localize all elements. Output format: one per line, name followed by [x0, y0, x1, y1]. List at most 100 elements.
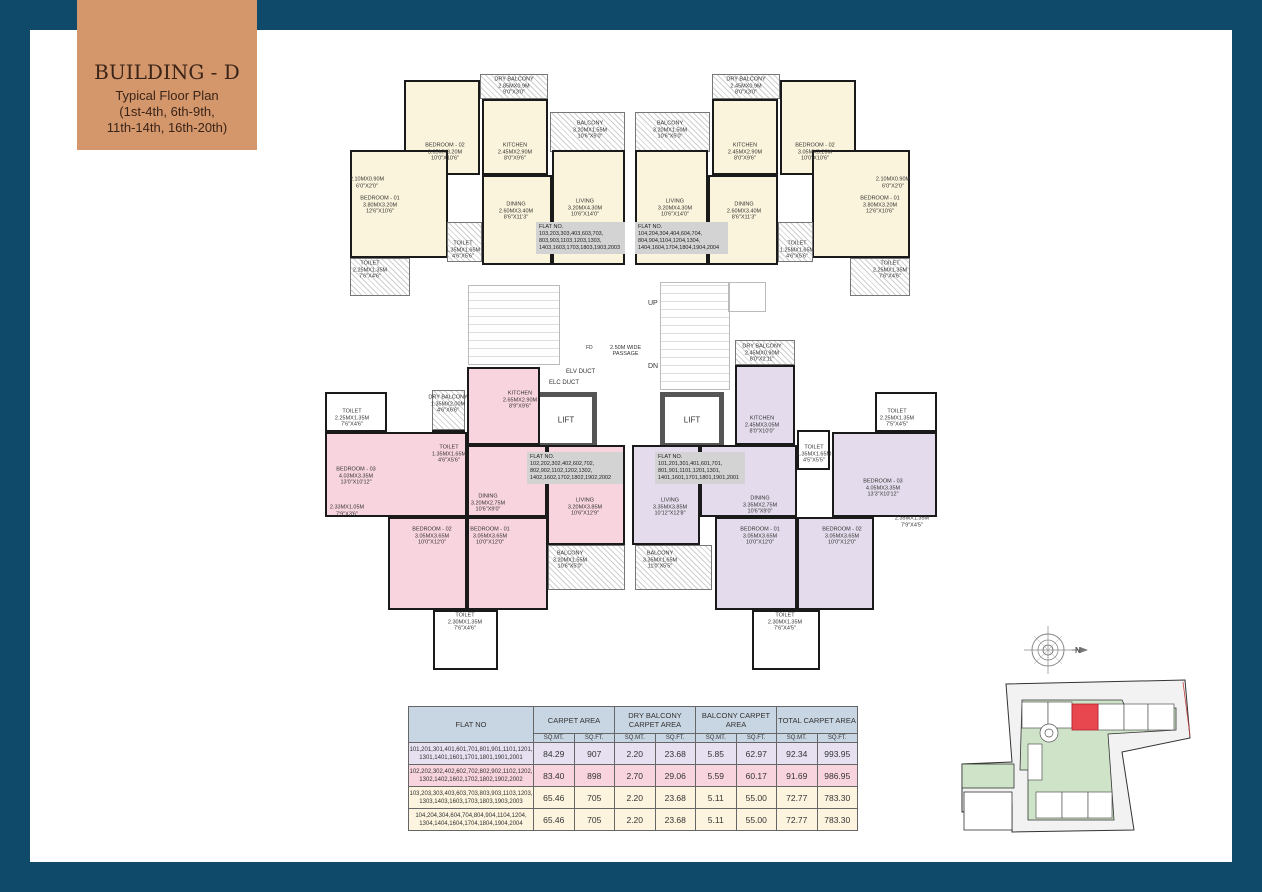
- cell-dry-sqmt: 2.20: [614, 742, 656, 765]
- cell-dry-sqmt: 2.20: [614, 808, 656, 831]
- room-name: BEDROOM - 02: [412, 526, 452, 533]
- room-name: DRY BALCONY: [428, 394, 468, 401]
- subheader-sqmt: SQ.MT.: [695, 733, 737, 743]
- room-size-imperial: 13'0"X10'12": [340, 479, 372, 486]
- floors-line-2: 11th-14th, 16th-20th): [106, 120, 228, 135]
- room-size-imperial: 10'0"X12'0": [417, 539, 447, 546]
- room-size-metric: 1.35MX1.65M: [445, 246, 481, 253]
- subheader-sqmt: SQ.MT.: [776, 733, 818, 743]
- cell-carpet-sqmt: 83.40: [533, 764, 575, 787]
- room-kitchen: [482, 99, 548, 175]
- room-size-metric: 2.25MX1.35M: [872, 266, 908, 273]
- room-size-imperial: 10'6"X9'0": [747, 508, 773, 515]
- room-size-metric: 2.25MX1.35M: [334, 414, 370, 421]
- room-size-metric: 2.10MX0.90M: [349, 176, 385, 183]
- room-size-imperial: 4'6"X5'6": [786, 253, 808, 260]
- room-toilet: [433, 610, 498, 670]
- room-size-metric: 4.03MX3.35M: [338, 472, 374, 479]
- room-name: DINING: [734, 201, 754, 208]
- fire-door-label: FD: [586, 345, 593, 351]
- elc-duct-label: ELC DUCT: [549, 380, 580, 386]
- room-size-metric: 2.25MX1.35M: [879, 414, 915, 421]
- room-name: BEDROOM - 01: [470, 526, 510, 533]
- room-toilet: [447, 222, 482, 262]
- room-toilet: [797, 430, 830, 470]
- room-size-metric: 3.20MX1.50M: [652, 126, 688, 133]
- subheader-sqft: SQ.FT.: [573, 733, 615, 743]
- cell-flats: 101,201,301,401,601,701,801,901,1101,120…: [408, 742, 534, 765]
- towers: [1021, 701, 1175, 819]
- floors-line-1: (1st-4th, 6th-9th,: [119, 104, 215, 119]
- room-size-imperial: 7'6"X4'6": [879, 273, 901, 280]
- room-size-imperial: 8'0"X10'0": [749, 428, 775, 435]
- room-balcony: [548, 545, 625, 590]
- room-size-metric: 2.33MX1.05M: [329, 504, 365, 511]
- room-name: DRY BALCONY: [742, 343, 782, 350]
- room-name: TOILET: [342, 408, 362, 415]
- cell-bal-sqmt: 5.59: [695, 764, 737, 787]
- room-size-metric: 3.20MX1.55M: [572, 126, 608, 133]
- room-toilet: [752, 610, 820, 670]
- site-green-annex: [961, 763, 1015, 789]
- lift-left: LIFT: [535, 392, 597, 448]
- lift-right: LIFT: [660, 392, 724, 448]
- staircase-right: [660, 282, 730, 390]
- room-balcony: [635, 112, 710, 152]
- room-name: KITCHEN: [502, 142, 528, 149]
- cell-bal-sqft: 55.00: [735, 808, 777, 831]
- room-size-metric: 2.30MX1.35M: [767, 618, 803, 625]
- subheader-sqmt: SQ.MT.: [614, 733, 656, 743]
- room-name: BEDROOM - 03: [863, 478, 903, 485]
- subheader-sqft: SQ.FT.: [735, 733, 777, 743]
- cell-total-sqft: 783.30: [816, 786, 858, 809]
- header-flat-no: FLAT NO: [408, 706, 534, 743]
- room-name: TOILET: [439, 444, 459, 451]
- room-size-metric: 3.20MX4.30M: [567, 204, 603, 211]
- flat-no-label: FLAT NO.: [658, 454, 683, 460]
- table-row: 102,202,302,402,602,702,802,902,1102,120…: [408, 764, 858, 787]
- flat-numbers-box: FLAT NO.104,204,304,404,604,704, 804,904…: [635, 222, 728, 254]
- room-balcony: [635, 545, 712, 590]
- room-size-imperial: 10'6"X14'0": [660, 211, 690, 218]
- subheader-sqft: SQ.FT.: [654, 733, 696, 743]
- room-size-metric: 2.30MX1.35M: [447, 618, 483, 625]
- room-size-imperial: 9'0"X3'0": [503, 89, 525, 96]
- room-dry-balcony: [712, 74, 780, 99]
- room-name: LIVING: [575, 497, 595, 504]
- room-size-imperial: 10'6"X5'0": [577, 133, 603, 140]
- room-size-imperial: 7'6"X4'6": [454, 625, 476, 632]
- cell-carpet-sqmt: 65.46: [533, 786, 575, 809]
- cell-flats: 102,202,302,402,602,702,802,902,1102,120…: [408, 764, 534, 787]
- room-size-imperial: 7'9"X3'6": [336, 511, 358, 517]
- room-name: DRY BALCONY: [494, 76, 534, 83]
- room-size-metric: 2.60MX3.40M: [726, 207, 762, 214]
- room-size-imperial: 12'6"X10'6": [865, 208, 895, 215]
- building-d-highlight: [1071, 703, 1099, 731]
- room-name: BALCONY: [646, 550, 674, 557]
- cell-total-sqft: 993.95: [816, 742, 858, 765]
- cell-carpet-sqft: 898: [573, 764, 615, 787]
- flat-numbers: 102,202,302,402,602,702, 802,902,1102,12…: [530, 461, 612, 481]
- room-bedroom-01: [467, 517, 548, 610]
- room-size-imperial: 10'0"X12'0": [745, 539, 775, 546]
- room-name: DINING: [750, 495, 770, 502]
- room-bedroom-03: [325, 432, 467, 517]
- room-size-metric: 3.05MX3.65M: [824, 532, 860, 539]
- flat-no-label: FLAT NO.: [539, 224, 564, 230]
